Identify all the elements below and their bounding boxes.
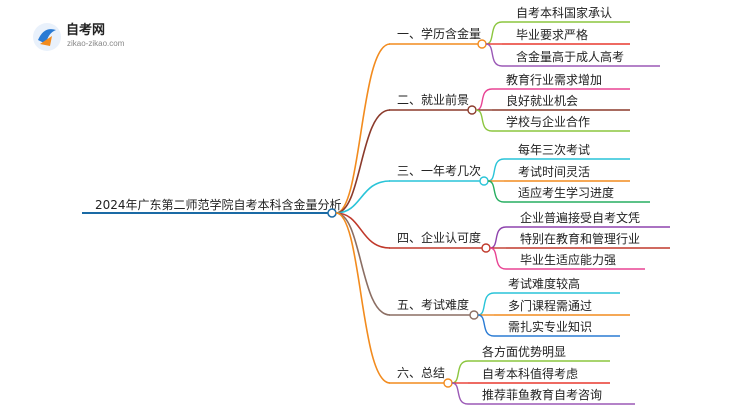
leaf-label[interactable]: 企业普遍接受自考文凭 xyxy=(520,210,640,225)
branch-connector xyxy=(481,243,491,253)
root-label: 2024年广东第二师范学院自考本科含金量分析 xyxy=(95,197,342,212)
leaf-link xyxy=(487,180,505,203)
leaf-label[interactable]: 各方面优势明显 xyxy=(482,344,566,359)
logo-url: zikao-zikao.com xyxy=(67,39,125,48)
branch-link-3 xyxy=(335,180,391,214)
branch-label: 一、学历含金量 xyxy=(397,26,481,41)
branch-connector xyxy=(479,176,489,186)
branch-connector xyxy=(443,378,453,388)
leaf-link xyxy=(477,314,495,337)
leaf-link xyxy=(451,360,469,384)
branch-label: 五、考试难度 xyxy=(397,297,469,312)
leaf-label[interactable]: 特别在教育和管理行业 xyxy=(520,231,640,246)
leaf-link xyxy=(489,247,507,270)
branch-label: 六、总结 xyxy=(397,366,445,380)
leaf-label[interactable]: 需扎实专业知识 xyxy=(508,319,592,334)
branch-label: 二、就业前景 xyxy=(397,92,469,107)
leaf-label[interactable]: 考试难度较高 xyxy=(508,276,580,291)
leaf-label[interactable]: 毕业要求严格 xyxy=(516,27,588,42)
leaf-link xyxy=(487,158,505,182)
branch-connector xyxy=(467,105,477,115)
leaf-link xyxy=(489,226,507,249)
leaf-label[interactable]: 每年三次考试 xyxy=(518,142,590,157)
logo-pen-icon xyxy=(40,36,52,46)
leaf-label[interactable]: 自考本科值得考虑 xyxy=(482,366,578,381)
branch-label: 四、企业认可度 xyxy=(397,230,481,245)
leaf-label[interactable]: 自考本科国家承认 xyxy=(516,5,612,20)
leaf-label[interactable]: 含金量高于成人高考 xyxy=(516,49,624,64)
leaf-label[interactable]: 考试时间灵活 xyxy=(518,164,590,179)
leaf-label[interactable]: 推荐菲鱼教育自考咨询 xyxy=(482,387,602,402)
branch-connector xyxy=(477,39,487,49)
branch-link-2 xyxy=(335,109,391,214)
root-node: 2024年广东第二师范学院自考本科含金量分析 xyxy=(82,197,342,218)
leaf-link xyxy=(475,88,493,111)
leaf-label[interactable]: 毕业生适应能力强 xyxy=(520,252,616,267)
site-logo[interactable]: 自考网 zikao-zikao.com xyxy=(33,22,125,51)
branch-connector xyxy=(469,310,479,320)
branch-link-5 xyxy=(335,212,391,316)
branch-link-1 xyxy=(335,43,391,214)
leaf-link xyxy=(475,109,493,132)
leaf-label[interactable]: 学校与企业合作 xyxy=(506,114,590,129)
leaf-label[interactable]: 适应考生学习进度 xyxy=(518,185,614,200)
leaf-link xyxy=(477,292,495,316)
leaf-link xyxy=(485,21,503,45)
root-connector xyxy=(327,208,337,218)
branch-link-6 xyxy=(335,212,391,384)
leaf-label[interactable]: 良好就业机会 xyxy=(506,93,578,108)
leaf-label[interactable]: 教育行业需求增加 xyxy=(506,72,602,87)
logo-title: 自考网 xyxy=(66,22,105,38)
logo-swoosh-icon xyxy=(38,29,56,44)
leaf-link xyxy=(451,382,469,405)
branch-link-4 xyxy=(335,212,391,249)
leaf-link xyxy=(485,43,503,67)
leaf-label[interactable]: 多门课程需通过 xyxy=(508,298,592,313)
branch-label: 三、一年考几次 xyxy=(397,164,481,178)
